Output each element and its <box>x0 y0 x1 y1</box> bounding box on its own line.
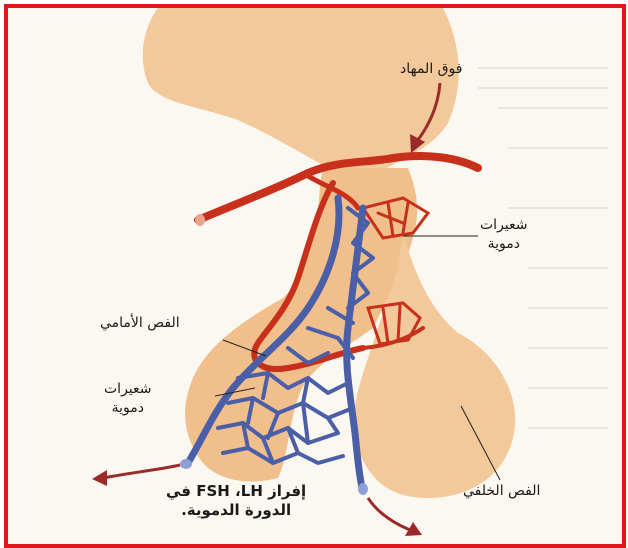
secretion-arrow-left <box>103 465 180 478</box>
vein-right-opening <box>358 483 368 495</box>
pituitary-diagram <box>8 8 622 544</box>
artery-opening <box>195 214 205 226</box>
label-capillaries-top: شعيرات دموية <box>480 216 528 254</box>
label-anterior-lobe: الفص الأمامي <box>100 314 180 333</box>
label-hypothalamus: فوق المهاد <box>400 60 462 79</box>
figure-frame: فوق المهاد شعيرات دموية الفص الأمامي شعي… <box>4 4 626 548</box>
secretion-arrow-right <box>368 498 410 530</box>
label-secretion: إفراز FSH ،LH في الدورة الدموية. <box>166 482 306 520</box>
vein-left-opening <box>180 459 192 469</box>
label-capillaries-bottom: شعيرات دموية <box>104 380 152 418</box>
label-posterior-lobe: الفص الخلفي <box>463 482 540 501</box>
